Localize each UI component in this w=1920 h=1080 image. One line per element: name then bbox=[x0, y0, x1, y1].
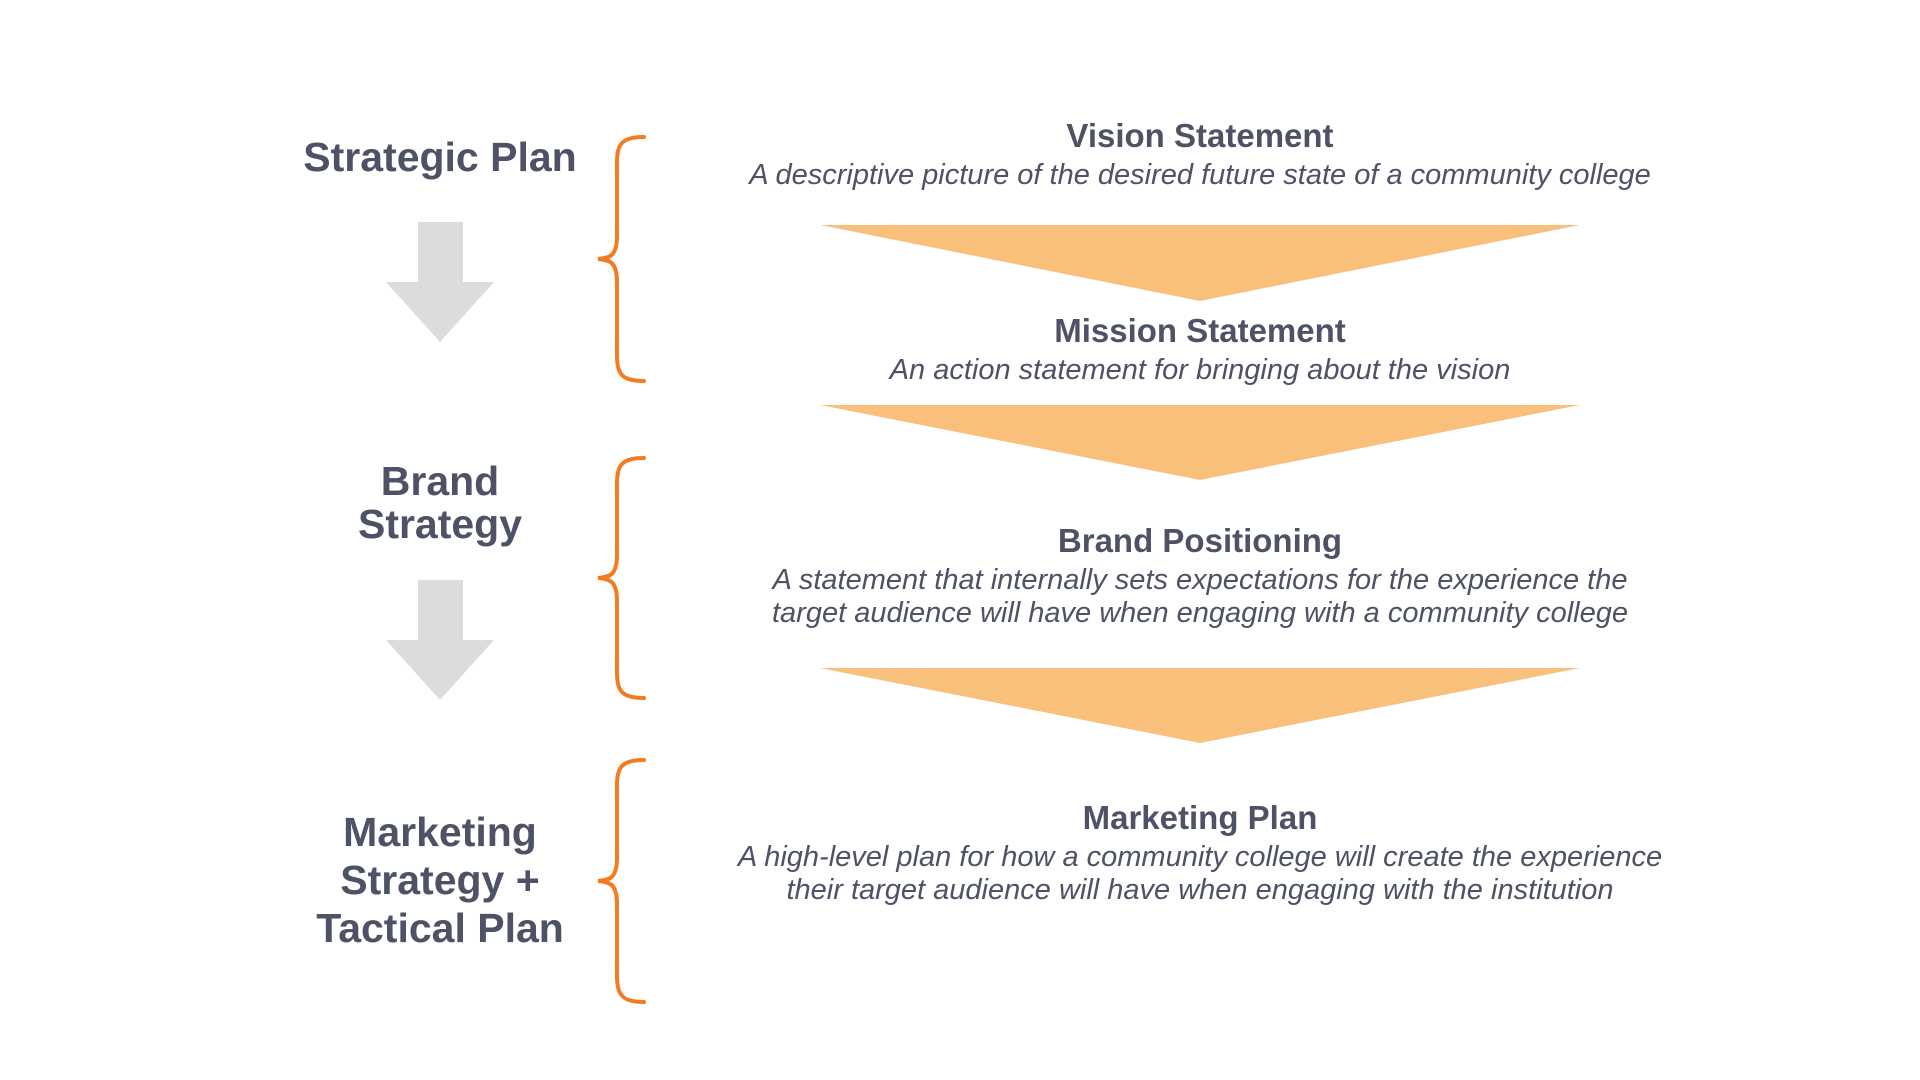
vision-statement-description: A descriptive picture of the desired fut… bbox=[749, 159, 1651, 191]
brace-marketing-strategy bbox=[597, 758, 646, 1004]
mission-statement-title: Mission Statement bbox=[1054, 312, 1346, 349]
label-strategic-plan: Strategic Plan bbox=[303, 134, 577, 180]
vision-statement-title: Vision Statement bbox=[1066, 117, 1334, 154]
brand-positioning-title: Brand Positioning bbox=[1057, 522, 1343, 559]
label-brand-strategy: Brand Strategy bbox=[357, 458, 523, 547]
brand-positioning-description: A statement that internally sets expecta… bbox=[771, 564, 1628, 629]
funnel-brand-to-marketing bbox=[820, 668, 1580, 743]
mission-statement-description: An action statement for bringing about t… bbox=[889, 354, 1511, 386]
funnel-mission-to-brand bbox=[820, 405, 1580, 480]
marketing-plan-title: Marketing Plan bbox=[1082, 799, 1318, 836]
funnel-vision-to-mission bbox=[820, 225, 1580, 301]
brace-strategic-plan bbox=[597, 135, 646, 383]
down-arrow-icon-strategic-to-brand bbox=[386, 222, 494, 342]
down-arrow-icon-brand-to-marketing bbox=[386, 580, 494, 700]
label-marketing-strategy: Marketing Strategy + Tactical Plan bbox=[316, 809, 564, 951]
marketing-plan-description: A high-level plan for how a community co… bbox=[737, 841, 1663, 906]
brace-brand-strategy bbox=[597, 456, 646, 700]
